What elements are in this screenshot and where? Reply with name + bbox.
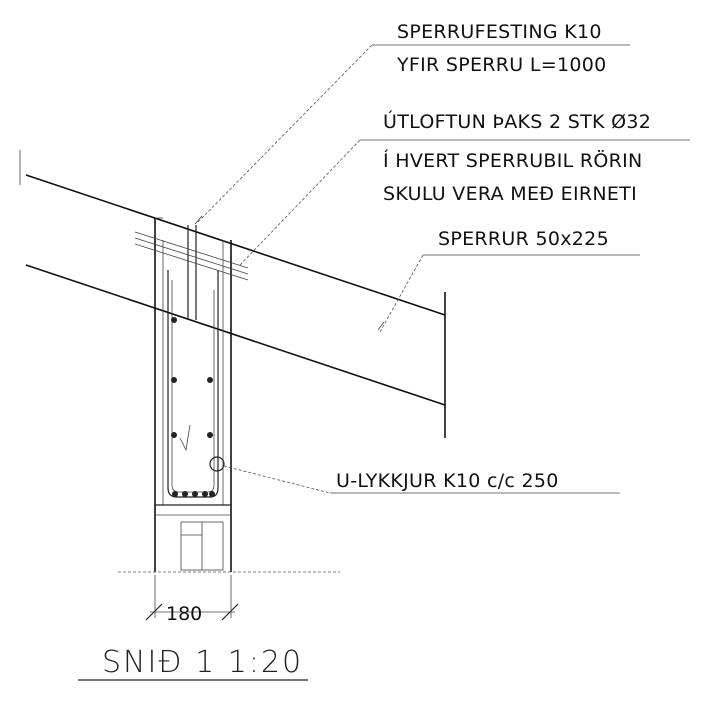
u-loop-inner: [171, 280, 215, 493]
leader-ventilation: [239, 139, 361, 266]
label-ventilation-2: Í HVERT SPERRUBIL RÖRIN: [383, 149, 643, 172]
label-u-loops: U-LYKKJUR K10 c/c 250: [336, 470, 559, 492]
dimension-text: 180: [166, 603, 202, 625]
dim-tick-right: [221, 603, 239, 621]
label-rafter-fixing-2: YFIR SPERRU L=1000: [396, 54, 607, 76]
fixing-bar-hook: [179, 424, 191, 452]
label-rafter-fixing-1: SPERRUFESTING K10: [397, 21, 602, 43]
rebar-dot: [182, 491, 188, 497]
vent-pipe-2: [134, 237, 249, 275]
rebar-dot: [207, 377, 213, 383]
u-loop-rebar: [167, 270, 219, 498]
rafter-top-line: [25, 174, 446, 316]
vent-pipe-3: [134, 243, 249, 281]
label-rafters: SPERRUR 50x225: [438, 228, 609, 250]
rebar-dot: [172, 491, 178, 497]
rebar-dot: [171, 317, 177, 323]
dimension-180: 180: [145, 575, 239, 625]
rebar-dot: [171, 432, 177, 438]
rebar-dot: [192, 491, 198, 497]
label-ventilation-1: ÚTLOFTUN ÞAKS 2 STK Ø32: [383, 109, 651, 133]
rafter-bottom-line: [25, 264, 446, 406]
u-loop-callout-circle: [209, 456, 225, 472]
leader-rafters: [379, 254, 424, 333]
leader-u-loop: [223, 465, 331, 494]
leader-rafters-arrow: [377, 321, 385, 331]
rebar-dots: [171, 317, 215, 497]
vent-pipe-1: [134, 231, 249, 269]
leader-rafter-fixing: [197, 44, 373, 223]
drawing-title: SNIÐ 1 1:20: [102, 645, 303, 680]
annotations: SPERRUFESTING K10 YFIR SPERRU L=1000 ÚTL…: [336, 21, 651, 492]
rafter-band: [19, 150, 446, 438]
leaders: [194, 44, 690, 494]
label-ventilation-3: SKULU VERA MEÐ EIRNETI: [383, 183, 637, 205]
dim-tick-left: [145, 603, 163, 621]
rebar-dot: [207, 432, 213, 438]
rebar-dot: [202, 491, 208, 497]
rebar-dot: [171, 377, 177, 383]
drawing-title-block: SNIÐ 1 1:20: [78, 645, 308, 681]
wall-section: [134, 217, 249, 572]
leader-fixing-arrow: [194, 215, 203, 225]
rebar-dot: [209, 491, 215, 497]
